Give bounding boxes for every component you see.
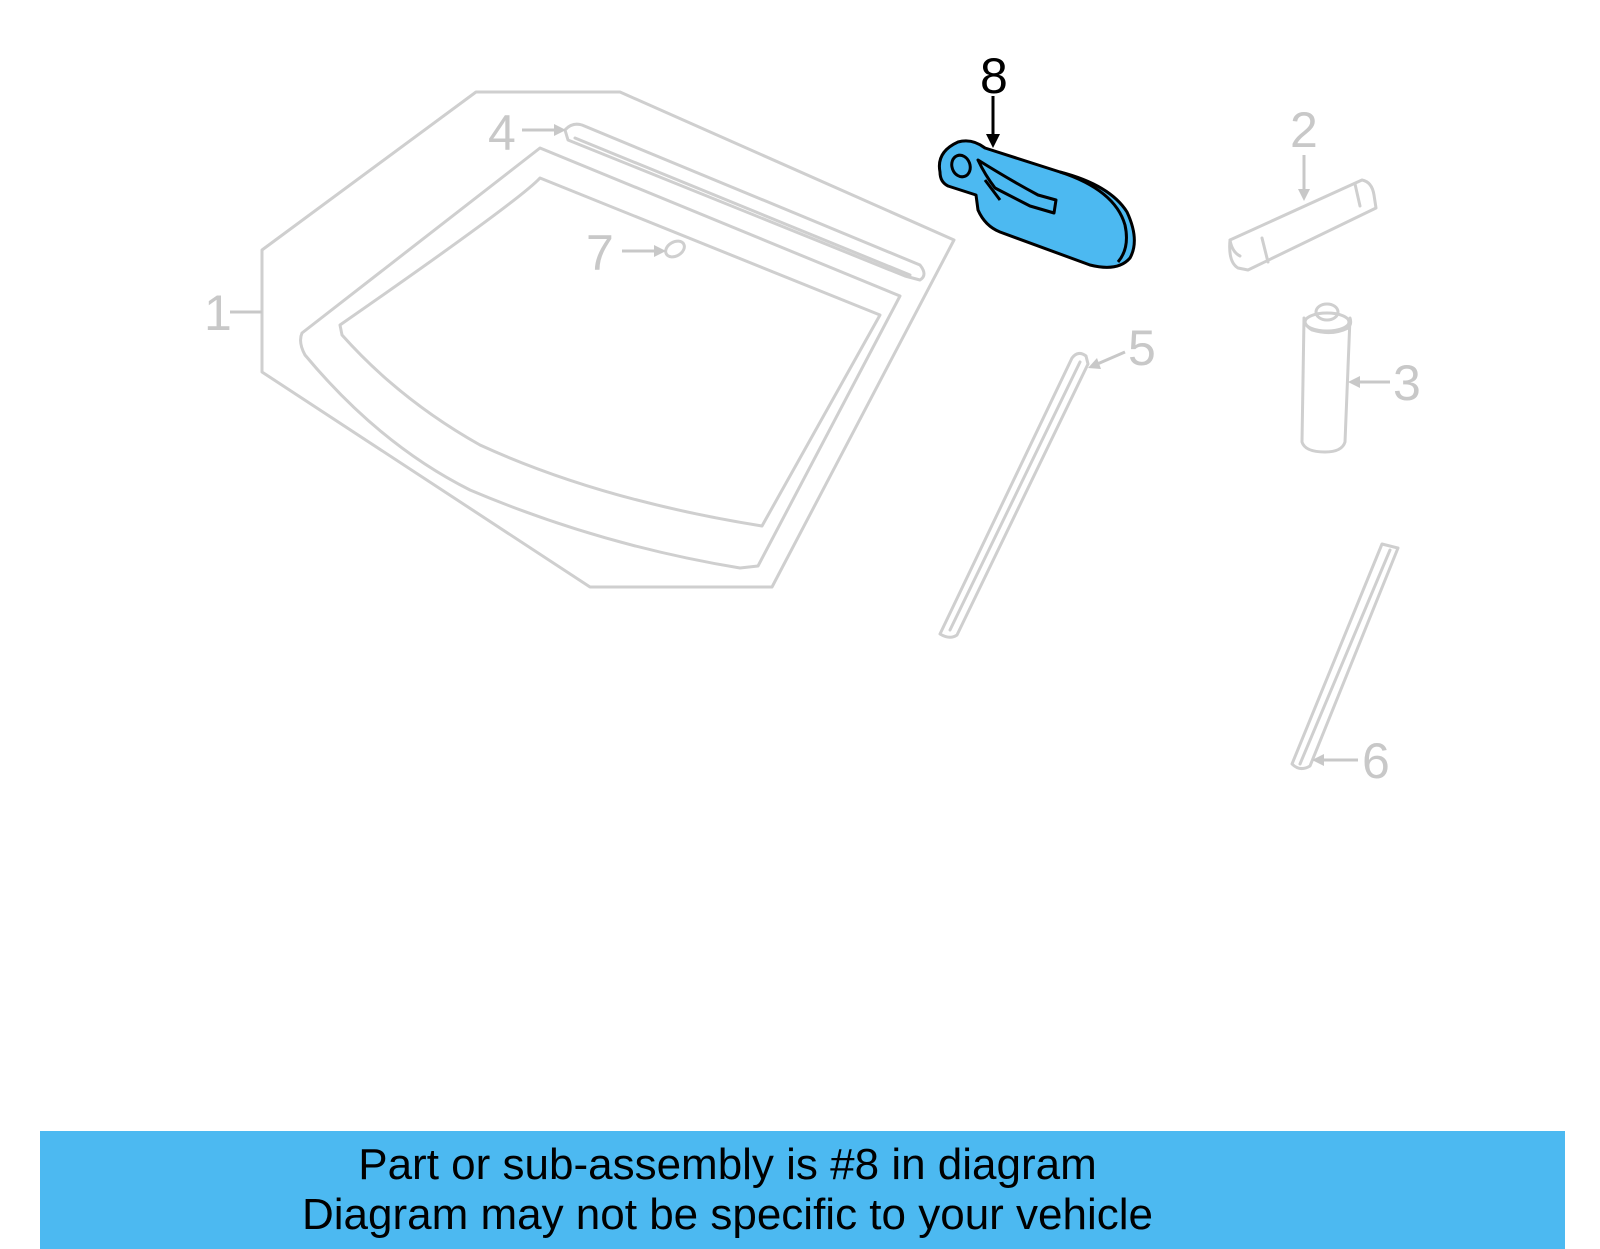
side-molding-part-5[interactable] [938,351,1090,639]
clip-part[interactable] [663,238,687,260]
banner-line-disclaimer: Diagram may not be specific to your vehi… [301,1190,1154,1239]
leader-lines [230,96,1390,766]
callout-3: 3 [1393,355,1421,411]
side-molding-part-6[interactable] [1290,542,1400,771]
info-banner: Part or sub-assembly is #8 in diagram Di… [40,1131,1565,1249]
callout-4: 4 [488,105,516,161]
callout-8: 8 [980,48,1008,104]
callout-7: 7 [586,225,614,281]
adhesive-applicator-part[interactable] [1228,178,1378,272]
callout-5: 5 [1128,320,1156,376]
windshield-glass-part[interactable] [260,90,956,589]
callout-2: 2 [1290,102,1318,158]
callout-6: 6 [1362,733,1390,789]
rear-view-mirror-part[interactable] [937,139,1136,269]
banner-line-part-number: Part or sub-assembly is #8 in diagram [358,1140,1097,1189]
urethane-cartridge-part[interactable] [1300,302,1353,454]
callout-1: 1 [204,285,232,341]
windshield-molding-part[interactable] [563,122,926,282]
